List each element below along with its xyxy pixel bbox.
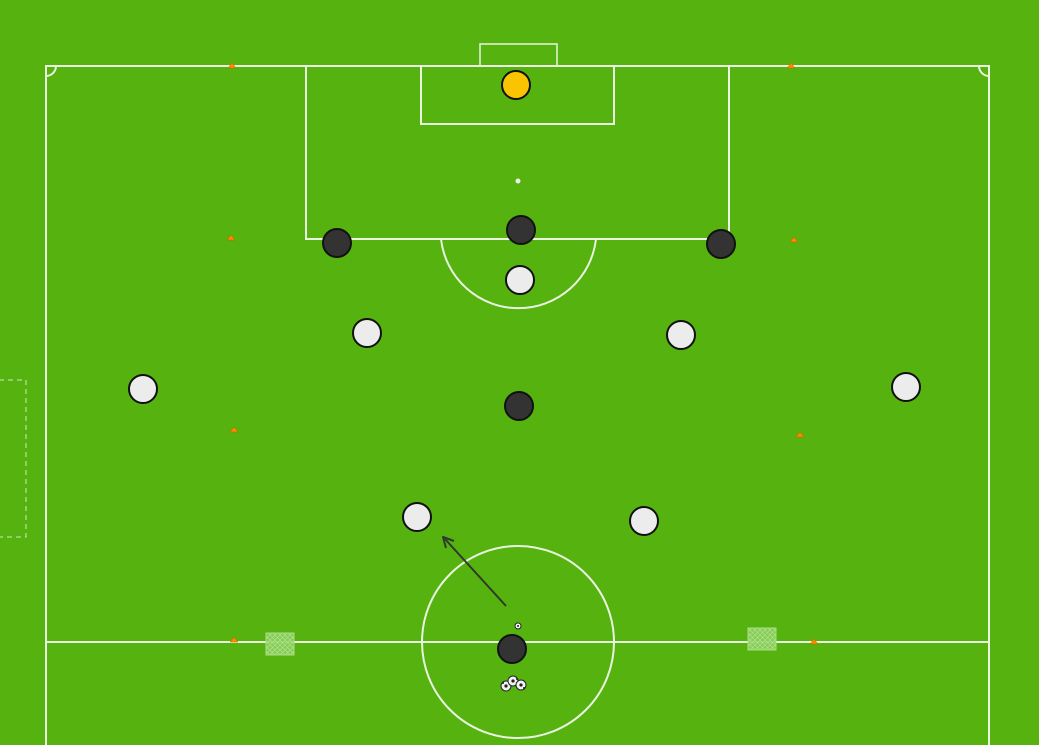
dark-player: [322, 228, 352, 258]
dark-player: [504, 391, 534, 421]
cone: [227, 62, 237, 69]
dark-player: [706, 229, 736, 259]
goalkeeper: [501, 70, 531, 100]
cone: [229, 636, 239, 643]
ball: [514, 622, 522, 630]
dashed-zone-marker: [0, 379, 27, 538]
dark-team-players: [322, 215, 736, 664]
light-team-players: [128, 265, 921, 536]
goal: [479, 43, 558, 67]
light-player: [352, 318, 382, 348]
light-player: [891, 372, 921, 402]
ball-pile: [500, 675, 527, 692]
cones: [226, 62, 819, 645]
center-circle: [421, 545, 615, 739]
corner-arc-right: [978, 65, 990, 77]
movement-arrow: [442, 536, 507, 607]
cone: [229, 426, 239, 433]
light-player: [402, 502, 432, 532]
cone: [226, 234, 236, 241]
cone: [789, 236, 799, 243]
light-player: [629, 506, 659, 536]
mini-goal-left: [265, 632, 295, 656]
corner-arc-left: [45, 65, 57, 77]
mini-goal-right: [747, 627, 777, 651]
dark-player: [506, 215, 536, 245]
light-player: [666, 320, 696, 350]
dark-player: [497, 634, 527, 664]
light-player: [505, 265, 535, 295]
light-player: [128, 374, 158, 404]
cone: [786, 62, 796, 69]
penalty-arc: [440, 238, 597, 310]
cone: [809, 638, 819, 645]
penalty-spot: [515, 178, 521, 184]
cone: [795, 431, 805, 438]
